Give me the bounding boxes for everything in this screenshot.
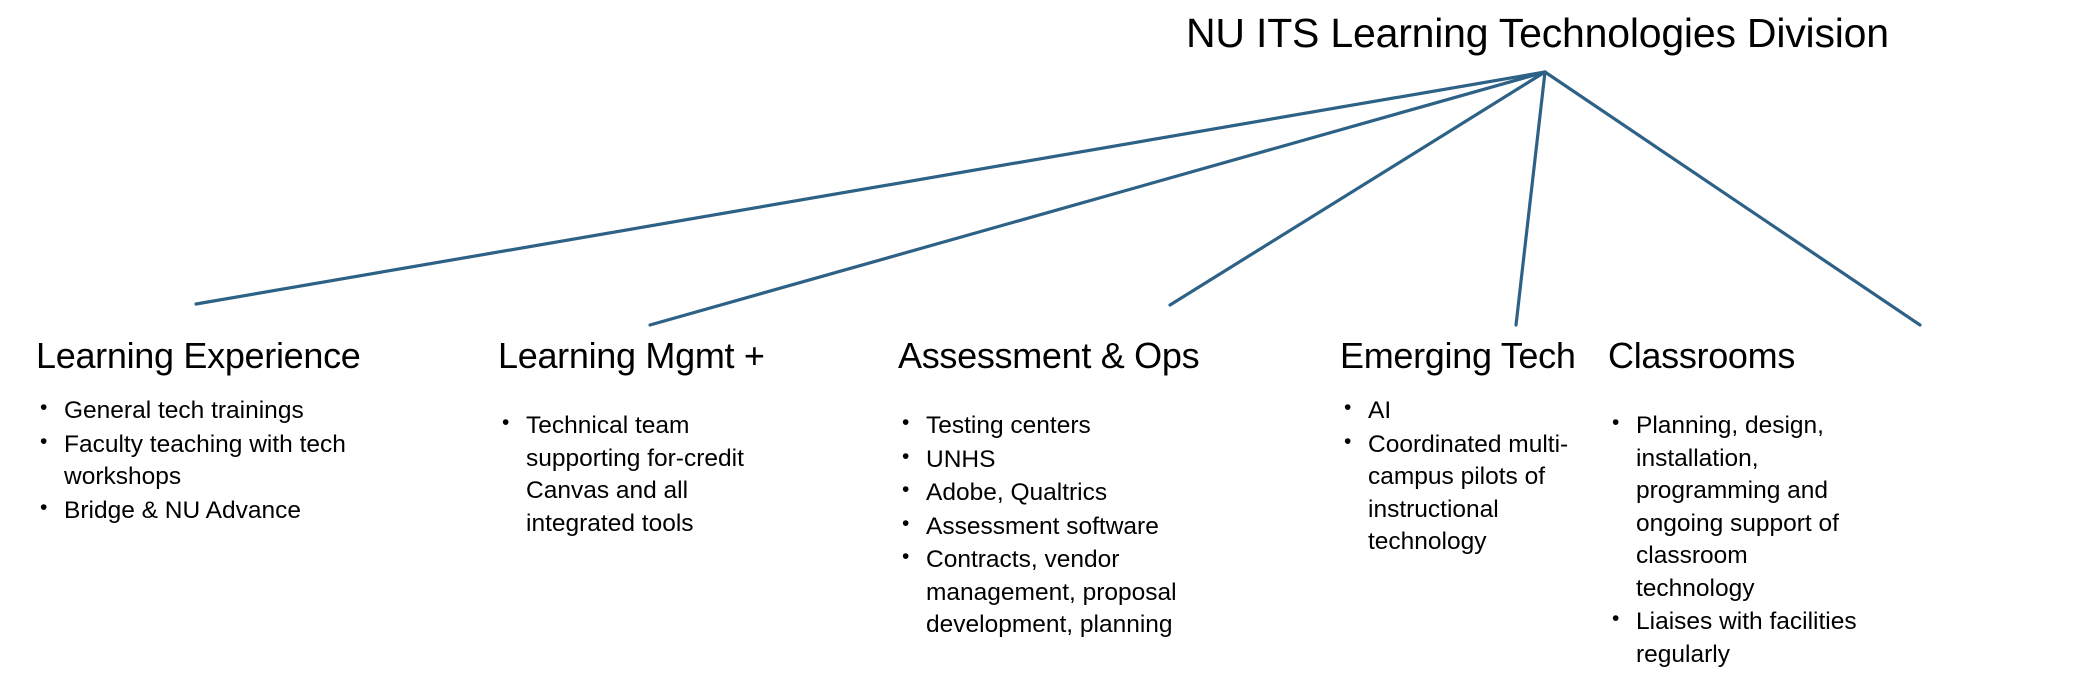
branch-column-learning-experience: Learning Experience General tech trainin…: [36, 338, 366, 528]
branch-heading: Emerging Tech: [1340, 335, 1576, 376]
branch-bullet-list: Technical team supporting for-credit Can…: [498, 409, 748, 540]
branch-heading: Learning Mgmt +: [498, 335, 765, 376]
page-title: NU ITS Learning Technologies Division: [1186, 10, 1889, 56]
list-item: Testing centers: [898, 409, 1198, 443]
branch-bullet-list: AI Coordinated multi-campus pilots of in…: [1340, 394, 1570, 559]
branch-bullet-list: Planning, design, installation, programm…: [1608, 409, 1870, 672]
connector-line-1: [648, 70, 1547, 327]
list-item: Assessment software: [898, 510, 1198, 544]
list-item: Faculty teaching with tech workshops: [36, 428, 366, 494]
branch-column-emerging-tech: Emerging Tech AI Coordinated multi-campu…: [1340, 335, 1576, 560]
branch-bullet-list: Testing centers UNHS Adobe, Qualtrics As…: [898, 409, 1198, 642]
list-item: General tech trainings: [36, 394, 366, 428]
branch-heading: Learning Experience: [36, 335, 361, 376]
list-item: Adobe, Qualtrics: [898, 476, 1198, 510]
branch-heading: Classrooms: [1608, 335, 1796, 376]
list-item: Technical team supporting for-credit Can…: [498, 409, 748, 540]
branch-column-learning-mgmt: Learning Mgmt + Technical team supportin…: [498, 335, 765, 541]
branch-column-classrooms: Classrooms Planning, design, installatio…: [1608, 338, 1870, 673]
list-item: UNHS: [898, 443, 1198, 477]
list-item: AI: [1340, 394, 1570, 428]
list-item: Planning, design, installation, programm…: [1608, 409, 1870, 605]
connector-line-0: [194, 70, 1547, 306]
connector-line-2: [1168, 70, 1547, 307]
connector-line-4: [1543, 70, 1922, 327]
list-item: Contracts, vendor management, proposal d…: [898, 543, 1198, 642]
branch-bullet-list: General tech trainings Faculty teaching …: [36, 394, 366, 528]
connector-line-3: [1514, 70, 1547, 327]
list-item: Liaises with facilities regularly: [1608, 605, 1870, 671]
connector-line-group: [194, 70, 1922, 327]
branch-column-assessment-ops: Assessment & Ops Testing centers UNHS Ad…: [898, 335, 1200, 643]
list-item: Coordinated multi-campus pilots of instr…: [1340, 428, 1570, 559]
list-item: Bridge & NU Advance: [36, 494, 366, 528]
branch-heading: Assessment & Ops: [898, 335, 1200, 376]
